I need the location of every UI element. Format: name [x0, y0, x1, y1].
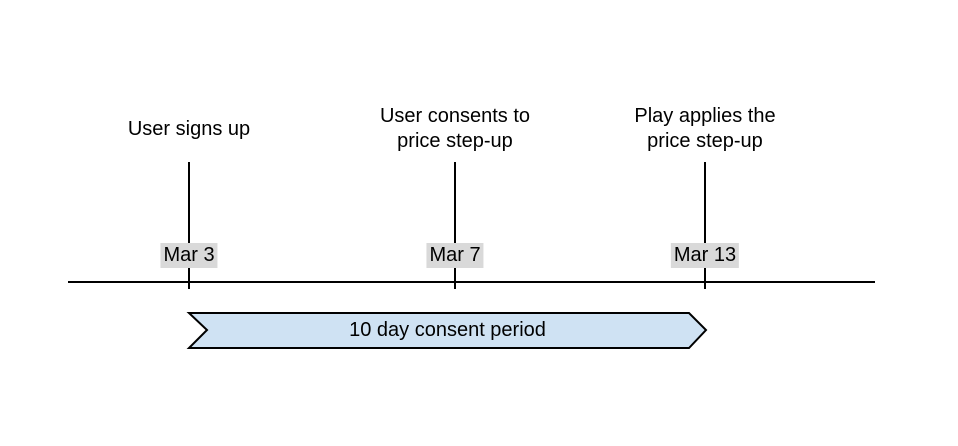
event-label: User signs up	[127, 117, 251, 140]
period-arrow-shape	[186, 312, 708, 349]
timeline-axis-line	[68, 281, 875, 283]
event-date-chip: Mar 7	[426, 243, 484, 268]
event-label: Play applies the price step-up	[634, 105, 776, 152]
consent-period-banner	[186, 312, 708, 349]
period-banner-label: 10 day consent period	[349, 318, 546, 341]
event-label: User consents to price step-up	[379, 105, 531, 152]
event-connector-line	[454, 162, 456, 289]
event-connector-line	[188, 162, 190, 289]
event-date-chip: Mar 13	[670, 243, 740, 268]
event-connector-line	[704, 162, 706, 289]
event-date-chip: Mar 3	[160, 243, 218, 268]
